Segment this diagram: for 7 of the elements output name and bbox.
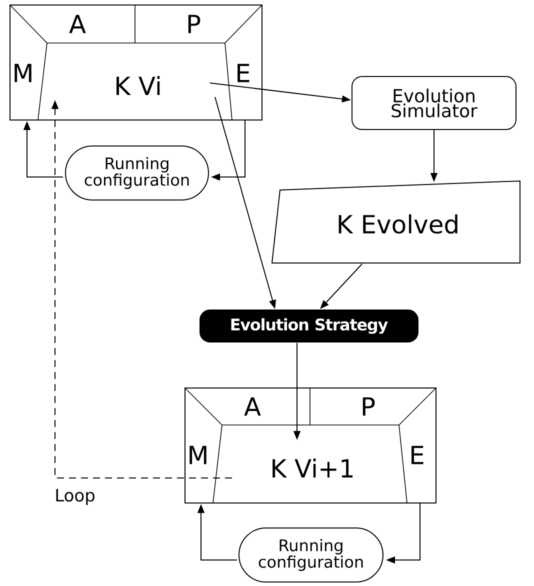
- mape-box: A P M E K Vi: [10, 4, 262, 120]
- mape-box: A P M E K Vi+1: [184, 388, 436, 504]
- config-stadium: Running configuration: [238, 528, 384, 582]
- strategy-box: Evolution Strategy: [200, 310, 418, 342]
- edge-label: Loop: [54, 488, 96, 506]
- process-box: Evolution Simulator: [352, 76, 516, 130]
- config-stadium: Running configuration: [65, 146, 209, 200]
